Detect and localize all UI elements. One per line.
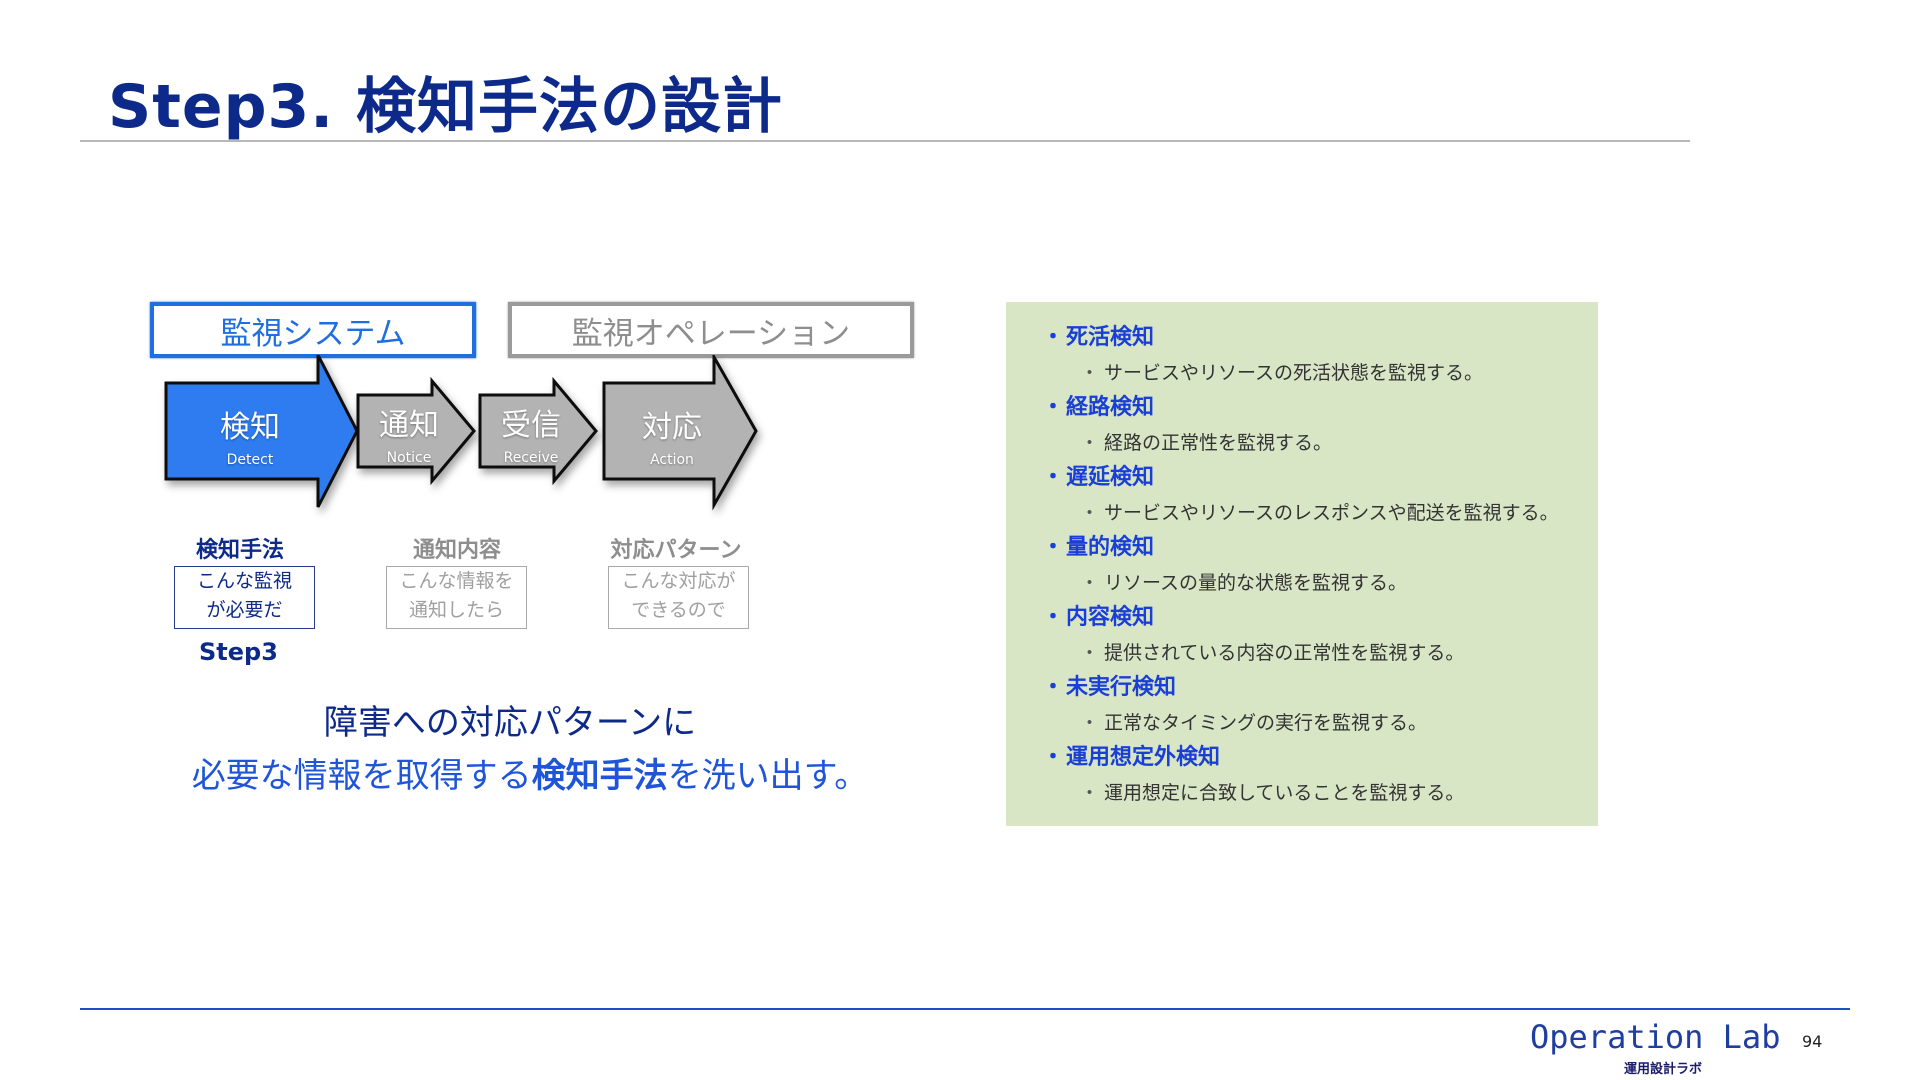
box-action-pattern: こんな対応が できるので [608,566,749,629]
page-title: Step3. 検知手法の設計 [108,72,783,142]
heading-action-pattern: 対応パターン [610,538,742,563]
bullet-icon: ・ [1080,712,1100,734]
list-item-title: ・経路検知 [1042,390,1598,426]
list-item-desc: ・サービスやリソースのレスポンスや配送を監視する。 [1042,496,1598,530]
bullet-icon: ・ [1042,395,1065,420]
list-item-desc-text: サービスやリソースのレスポンスや配送を監視する。 [1104,502,1559,524]
arrow-receive-label: 受信 Receive [486,400,576,466]
list-item-title-text: 死活検知 [1066,325,1155,350]
list-item-title: ・遅延検知 [1042,460,1598,496]
page-number: 94 [1802,1032,1823,1051]
arrow-detect-en: Detect [226,452,274,468]
list-item-title-text: 量的検知 [1066,535,1155,560]
list-item-desc-text: リソースの量的な状態を監視する。 [1104,572,1408,594]
list-item-desc-text: 経路の正常性を監視する。 [1104,432,1333,454]
heading-detection-method: 検知手法 [195,538,284,563]
arrow-receive-en: Receive [503,450,559,466]
bullet-icon: ・ [1042,745,1065,770]
footer-divider [80,1008,1850,1010]
list-item-title-text: 未実行検知 [1066,675,1177,700]
arrow-action-jp: 対応 [642,410,702,445]
list-item-desc: ・正常なタイミングの実行を監視する。 [1042,706,1598,740]
arrow-notice-en: Notice [386,450,432,466]
monitoring-operation-frame: 監視オペレーション [508,302,914,358]
footer-logo-subtitle: 運用設計ラボ [1624,1062,1703,1077]
list-item-title-text: 遅延検知 [1066,465,1155,490]
bullet-icon: ・ [1080,572,1100,594]
bullet-icon: ・ [1080,362,1100,384]
bullet-icon: ・ [1080,502,1100,524]
arrow-notice-jp: 通知 [379,408,439,443]
arrow-receive [478,376,598,486]
arrow-detect [164,355,359,508]
bullet-icon: ・ [1042,605,1065,630]
bullet-icon: ・ [1042,675,1065,700]
arrow-action-label: 対応 Action [622,402,722,468]
caption-line-2-before: 必要な情報を取得する [191,756,532,796]
list-item-desc: ・サービスやリソースの死活状態を監視する。 [1042,356,1598,390]
monitoring-system-frame: 監視システム [150,302,476,358]
arrow-detect-label: 検知 Detect [190,402,310,468]
list-item-title: ・運用想定外検知 [1042,740,1598,776]
arrow-receive-jp: 受信 [501,408,561,443]
bullet-icon: ・ [1080,782,1100,804]
list-item-title-text: 運用想定外検知 [1066,745,1221,770]
arrow-detect-jp: 検知 [220,410,280,445]
bullet-icon: ・ [1080,432,1100,454]
list-item-desc: ・リソースの量的な状態を監視する。 [1042,566,1598,600]
caption-line-1: 障害への対応パターンに [323,703,697,743]
list-item-desc: ・運用想定に合致していることを監視する。 [1042,776,1598,810]
step-label: Step3 [199,638,278,666]
box-notice-content: こんな情報を 通知したら [386,566,527,629]
list-item-title: ・死活検知 [1042,320,1598,356]
list-item-desc: ・経路の正常性を監視する。 [1042,426,1598,460]
caption-highlight: 検知手法 [531,756,668,796]
list-item-title: ・未実行検知 [1042,670,1598,706]
box-detection-method: こんな監視 が必要だ [174,566,315,629]
bullet-icon: ・ [1042,325,1065,350]
process-arrows [164,355,758,511]
arrow-action-en: Action [650,452,694,468]
bullet-icon: ・ [1042,465,1065,490]
list-item-title: ・量的検知 [1042,530,1598,566]
arrow-notice [356,376,476,486]
bullet-icon: ・ [1042,535,1065,560]
list-item-desc-text: 正常なタイミングの実行を監視する。 [1104,712,1428,734]
caption-line-2-after: を洗い出す。 [667,756,869,796]
footer-logo: Operation Lab [1530,1018,1781,1056]
list-item-desc: ・提供されている内容の正常性を監視する。 [1042,636,1598,670]
list-item-title-text: 内容検知 [1066,605,1155,630]
list-item-title-text: 経路検知 [1066,395,1155,420]
arrow-notice-label: 通知 Notice [364,400,454,466]
caption-line-2: 必要な情報を取得する検知手法を洗い出す。 [160,748,900,797]
list-item-title: ・内容検知 [1042,600,1598,636]
arrow-action [602,355,758,511]
heading-notice-content: 通知内容 [412,538,501,563]
list-item-desc-text: 運用想定に合致していることを監視する。 [1104,782,1465,804]
list-item-desc-text: 提供されている内容の正常性を監視する。 [1104,642,1465,664]
bullet-icon: ・ [1080,642,1100,664]
title-divider [80,140,1690,142]
detection-method-list: ・死活検知 ・サービスやリソースの死活状態を監視する。 ・経路検知 ・経路の正常… [1006,302,1598,826]
list-item-desc-text: サービスやリソースの死活状態を監視する。 [1104,362,1484,384]
